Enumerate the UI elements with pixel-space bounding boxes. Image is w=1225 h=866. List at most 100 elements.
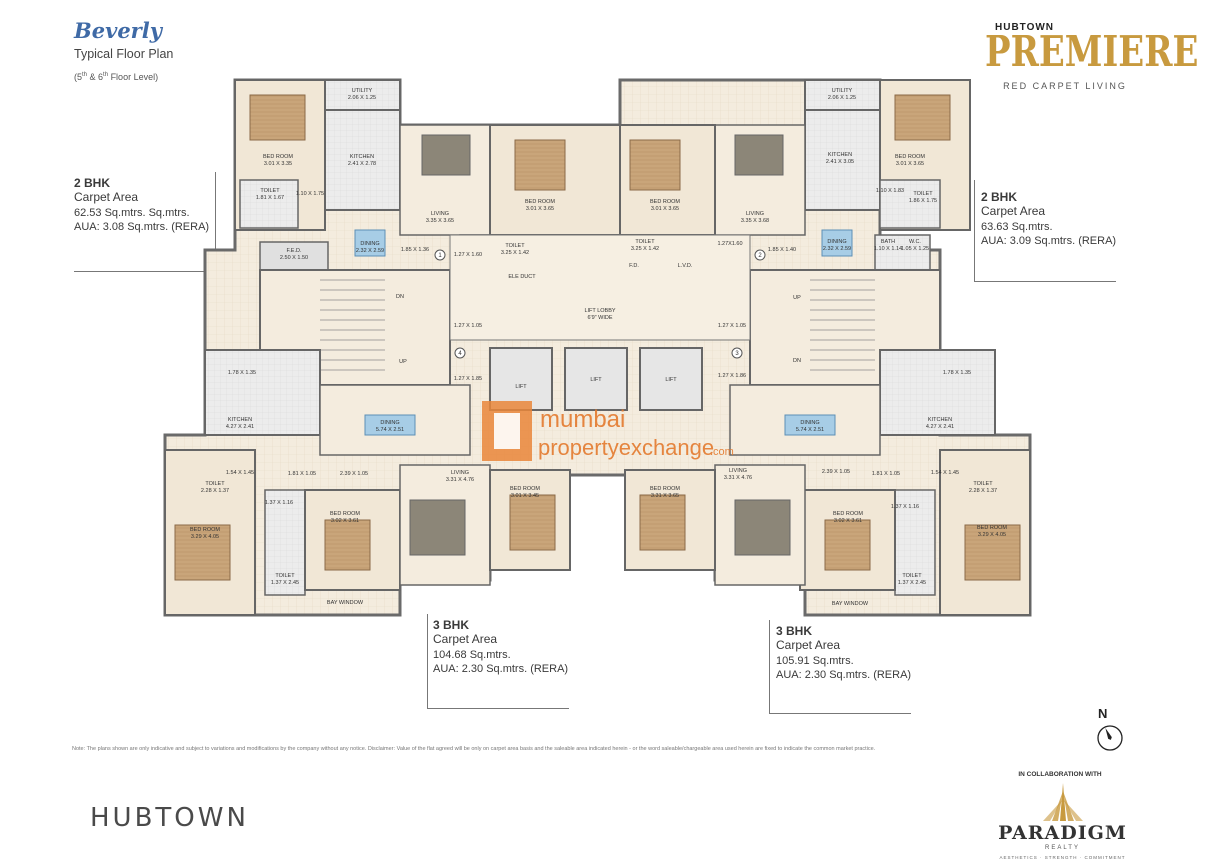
room-toilet: [264, 489, 306, 596]
label: 1.37 X 1.16: [891, 504, 919, 510]
label: 3.31 X 3.65: [651, 493, 679, 499]
label: LIFT: [590, 377, 602, 383]
room-labels: UTILITY 2.06 X 1.25 BED ROOM 3.01 X 3.35…: [190, 88, 1007, 607]
unit-info-2bhk-left: 2 BHK Carpet Area 62.53 Sq.mtrs. Sq.mtrs…: [74, 176, 210, 233]
label: 5.74 X 2.51: [796, 427, 824, 433]
label: 1.54 X 1.45: [931, 470, 959, 476]
bed: [174, 524, 231, 581]
dining-table: [784, 414, 836, 436]
watermark-logo: mumbai propertyexchange .com: [482, 401, 734, 461]
label: TOILET: [973, 481, 993, 487]
label: UTILITY: [352, 88, 373, 94]
label: 1.27 X 1.60: [454, 252, 482, 258]
room-bedroom: [489, 469, 571, 571]
hubtown-logo: HUBTOWN: [90, 803, 249, 833]
unit-markers: 1 2 3 4: [434, 249, 766, 359]
label: 1.27 X 1.05: [718, 323, 746, 329]
dining-table: [354, 229, 386, 257]
bed: [324, 519, 371, 571]
label: 1.78 X 1.35: [228, 370, 256, 376]
label: 1.37 X 1.16: [265, 500, 293, 506]
premiere-logo: HUBTOWN PREMIERE RED CARPET LIVING: [985, 22, 1199, 91]
room-dining: [729, 384, 881, 456]
label: LIFT LOBBY: [584, 308, 615, 314]
label: 1.05 X 1.25: [901, 246, 929, 252]
label: 3.29 X 4.05: [191, 534, 219, 540]
unit-info-3bhk-right: 3 BHK Carpet Area 105.91 Sq.mtrs. AUA: 2…: [776, 624, 912, 681]
label: 1.10 X 1.14: [874, 246, 902, 252]
label: DINING: [800, 420, 819, 426]
label: 1.81 X 1.05: [288, 471, 316, 477]
label: 3.02 X 3.61: [834, 518, 862, 524]
marker-1: [434, 249, 446, 261]
room-kitchen: [324, 109, 401, 211]
collab-label: IN COLLABORATION WITH: [1018, 771, 1102, 778]
leader-line: [769, 620, 770, 714]
label: BED ROOM: [895, 154, 925, 160]
watermark-text: propertyexchange: [538, 435, 714, 460]
leader-line: [769, 713, 911, 714]
dining-table: [364, 414, 416, 436]
stair-treads: [320, 279, 875, 371]
leader-line: [215, 172, 216, 272]
label: DINING: [827, 239, 846, 245]
label: DINING: [360, 241, 379, 247]
label: 4.27 X 2.41: [926, 424, 954, 430]
label: 1.10 X 1.75: [296, 191, 324, 197]
label: F.D.: [629, 263, 639, 269]
project-name: Beverly: [74, 18, 162, 43]
dining-table: [821, 229, 853, 257]
label: 3.01 X 3.65: [526, 206, 554, 212]
label: 2.32 X 2.59: [356, 248, 384, 254]
marker-2: [754, 249, 766, 261]
label: 3.01 X 3.35: [264, 161, 292, 167]
label: ELE DUCT: [508, 274, 536, 280]
label: 2.50 X 1.50: [280, 255, 308, 261]
marker-number: 2: [758, 253, 762, 259]
label: BED ROOM: [650, 486, 680, 492]
label: 1.10 X 1.83: [876, 188, 904, 194]
label: 2.39 X 1.05: [822, 469, 850, 475]
label: LIVING: [729, 468, 747, 474]
label: F.E.D.: [287, 248, 302, 254]
marker-number: 4: [458, 351, 462, 357]
label: TOILET: [902, 573, 922, 579]
label: 1.78 X 1.35: [943, 370, 971, 376]
room-utility: [804, 79, 881, 111]
room-kitchen: [204, 349, 321, 436]
marker-number: 3: [735, 351, 739, 357]
leader-line: [427, 708, 569, 709]
leader-line: [974, 180, 975, 281]
sofa: [421, 134, 471, 176]
lift-3: [639, 347, 703, 411]
label: BED ROOM: [525, 199, 555, 205]
label: 2.39 X 1.05: [340, 471, 368, 477]
label: UP: [793, 295, 801, 301]
marker-3: [731, 347, 743, 359]
bed: [514, 139, 566, 191]
bed: [639, 494, 686, 551]
leader-line: [74, 271, 216, 272]
label: 2.41 X 2.78: [348, 161, 376, 167]
label: BAY WINDOW: [832, 601, 869, 607]
label: BED ROOM: [833, 511, 863, 517]
label: 3.01 X 3.65: [651, 206, 679, 212]
compass-icon: [1097, 725, 1123, 751]
label: 1.27 X 1.85: [454, 376, 482, 382]
north-label: N: [1098, 706, 1108, 721]
label: L.V.D.: [678, 263, 693, 269]
label: 3.02 X 3.61: [331, 518, 359, 524]
label: 1.86 X 1.75: [909, 198, 937, 204]
label: 1.27 X 1.05: [454, 323, 482, 329]
marker-number: 1: [438, 253, 442, 259]
label: 3.25 X 1.42: [501, 250, 529, 256]
label: DN: [396, 294, 404, 300]
lift-1: [489, 347, 553, 411]
motto-label: AESTHETICS · STRENGTH · COMMITMENT: [999, 855, 1126, 860]
label: DN: [793, 358, 801, 364]
label: BED ROOM: [190, 527, 220, 533]
watermark-text: .com: [710, 446, 734, 458]
label: 1.81 X 1.67: [256, 195, 284, 201]
label: 1.54 X 1.45: [226, 470, 254, 476]
label: TOILET: [275, 573, 295, 579]
